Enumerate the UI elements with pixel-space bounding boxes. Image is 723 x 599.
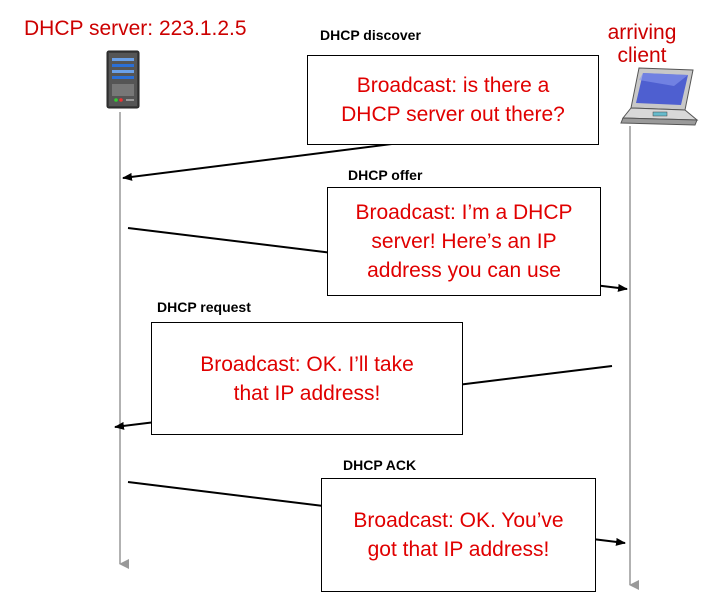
- discover-message-box: Broadcast: is there a DHCP server out th…: [307, 55, 599, 145]
- request-line-2: that IP address!: [233, 381, 381, 405]
- offer-line-2: server! Here’s an IP: [371, 230, 557, 253]
- laptop-icon: [620, 67, 699, 126]
- ack-line-1: Broadcast: OK. You’ve: [353, 509, 564, 532]
- ack-line-2: got that IP address!: [367, 538, 550, 561]
- offer-title: DHCP offer: [348, 167, 423, 183]
- server-icon: [106, 50, 140, 109]
- offer-line-1: Broadcast: I’m a DHCP: [355, 201, 573, 224]
- server-label: DHCP server: 223.1.2.5: [24, 17, 247, 40]
- discover-line-1: Broadcast: is there a: [356, 74, 550, 97]
- discover-line-2: DHCP server out there?: [341, 103, 565, 126]
- offer-line-3: address you can use: [367, 259, 561, 282]
- request-title: DHCP request: [157, 299, 251, 315]
- discover-title: DHCP discover: [320, 27, 421, 43]
- offer-message-box: Broadcast: I’m a DHCP server! Here’s an …: [327, 187, 601, 296]
- ack-title: DHCP ACK: [343, 457, 417, 473]
- client-label-line-1: arriving: [607, 21, 677, 44]
- request-line-1: Broadcast: OK. I’ll take: [200, 352, 414, 376]
- client-label-line-2: client: [617, 44, 667, 67]
- ack-message-box: Broadcast: OK. You’ve got that IP addres…: [321, 478, 596, 592]
- request-message-box: Broadcast: OK. I’ll take that IP address…: [151, 322, 463, 435]
- client-label: arriving client: [596, 21, 688, 67]
